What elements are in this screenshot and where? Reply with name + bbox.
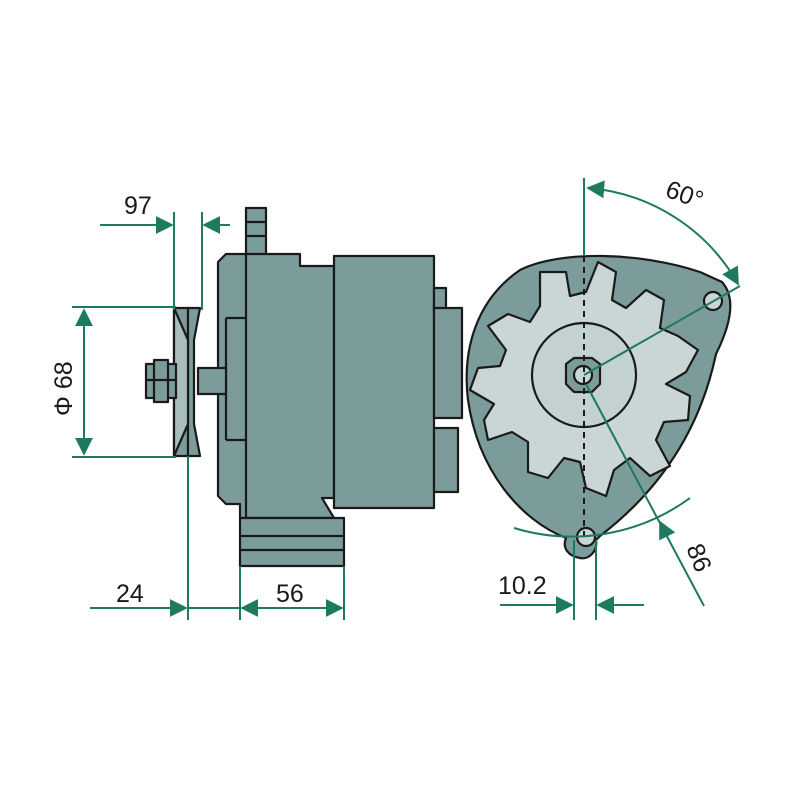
label-diameter-68: Φ 68 [50, 361, 78, 416]
side-view [144, 206, 464, 568]
rear-cover [432, 306, 464, 420]
dim-radius-line [585, 383, 705, 607]
label-60-degrees: 60° [662, 175, 707, 214]
stator-housing [332, 254, 436, 510]
label-24: 24 [116, 580, 144, 608]
dim-angle-arc [586, 180, 739, 286]
label-10-2: 10.2 [498, 572, 547, 600]
dimension-lines [72, 178, 741, 620]
label-97: 97 [124, 192, 152, 220]
terminal-stud [244, 206, 268, 258]
rear-terminal [432, 426, 460, 494]
shaft [196, 366, 228, 396]
front-housing [216, 252, 336, 520]
label-56: 56 [276, 580, 304, 608]
mounting-foot [238, 516, 346, 568]
pulley [172, 306, 202, 458]
dim-radius-arc [513, 497, 691, 538]
pulley-nut [144, 358, 178, 404]
